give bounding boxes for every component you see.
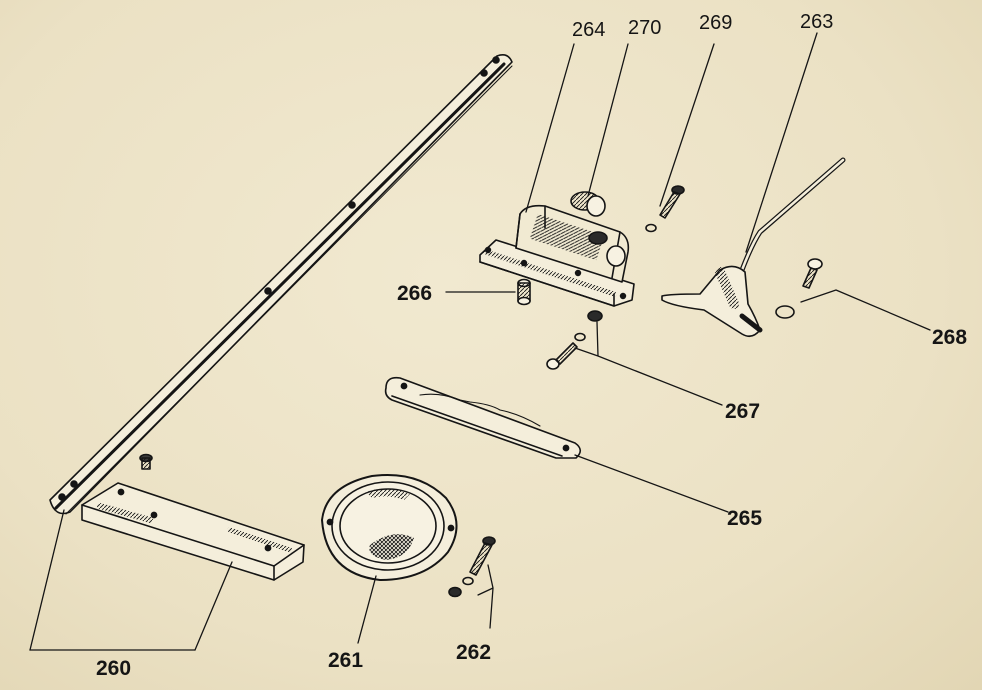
leader-260 [29, 509, 233, 651]
part-266-pin [446, 280, 530, 305]
label-270: 270 [628, 17, 662, 39]
label-264: 264 [572, 19, 606, 41]
label-260: 260 [96, 657, 132, 680]
label-268: 268 [932, 326, 968, 349]
label-267: 267 [725, 400, 761, 423]
part-265-bar [386, 378, 728, 512]
part-263-lever [662, 33, 843, 336]
part-260-long-strip [50, 55, 512, 514]
part-260-plate [82, 483, 304, 580]
label-266: 266 [397, 282, 433, 305]
part-268-screw [776, 259, 930, 330]
label-265: 265 [727, 507, 763, 530]
part-267-bolt-set [547, 311, 722, 405]
label-269: 269 [699, 12, 733, 34]
part-260-screw [140, 455, 152, 470]
label-261: 261 [328, 649, 364, 672]
label-263: 263 [800, 11, 834, 33]
part-264-carriage [480, 44, 634, 306]
label-262: 262 [456, 641, 492, 664]
part-269-screw [646, 44, 714, 232]
part-261-mesh-frame [322, 475, 457, 643]
part-262-bolt-set [449, 537, 495, 628]
